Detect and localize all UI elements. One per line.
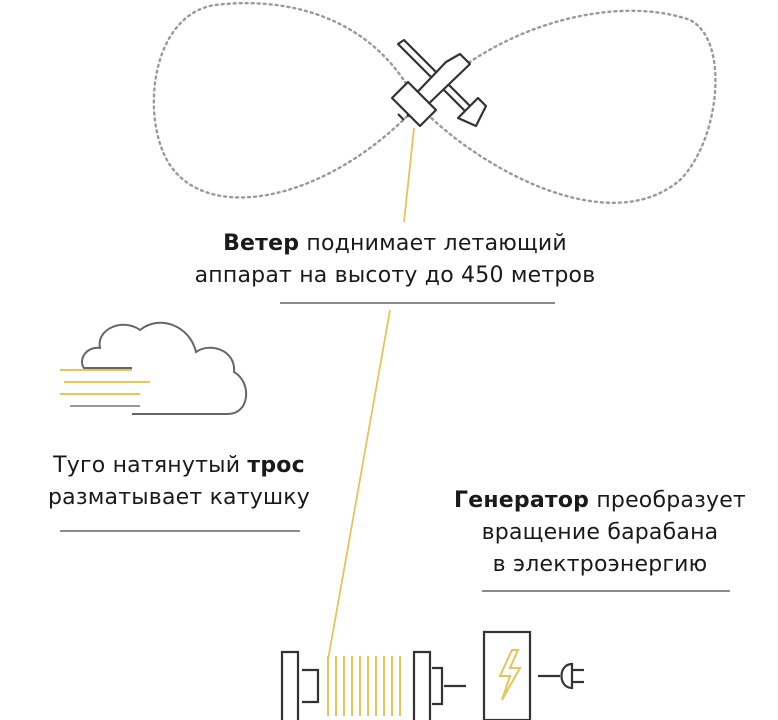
cable-caption-underline xyxy=(60,530,300,532)
generator-caption-line3: в электроэнергию xyxy=(492,552,708,577)
cable-caption: Туго натянутый трос разматывает катушку xyxy=(14,450,344,514)
tether-line-upper xyxy=(403,127,415,223)
generator-caption-line1: преобразует xyxy=(589,488,746,513)
generator-caption-line2: вращение барабана xyxy=(481,520,719,545)
flight-path-figure-eight xyxy=(152,1,717,205)
generator-lightning-icon xyxy=(482,630,532,720)
cable-caption-line2: разматывает катушку xyxy=(47,485,311,510)
plug-icon xyxy=(538,662,584,690)
drum-spool-icon xyxy=(280,650,466,720)
generator-caption-bold: Генератор xyxy=(454,488,590,513)
wind-caption-underline xyxy=(280,302,555,304)
wind-caption: Ветер поднимает летающий аппарат на высо… xyxy=(160,228,630,292)
cable-caption-bold: трос xyxy=(247,453,305,478)
kite-aircraft-icon xyxy=(390,38,488,128)
generator-caption: Генератор преобразует вращение барабана … xyxy=(430,485,770,581)
wind-caption-line1: поднимает летающий xyxy=(299,231,567,256)
wind-caption-bold: Ветер xyxy=(223,231,300,256)
generator-caption-underline xyxy=(482,590,730,592)
tether-line-lower xyxy=(327,309,391,661)
cable-caption-line1: Туго натянутый xyxy=(53,453,248,478)
cloud-wind-icon xyxy=(60,321,248,415)
wind-caption-line2: аппарат на высоту до 450 метров xyxy=(194,263,596,288)
